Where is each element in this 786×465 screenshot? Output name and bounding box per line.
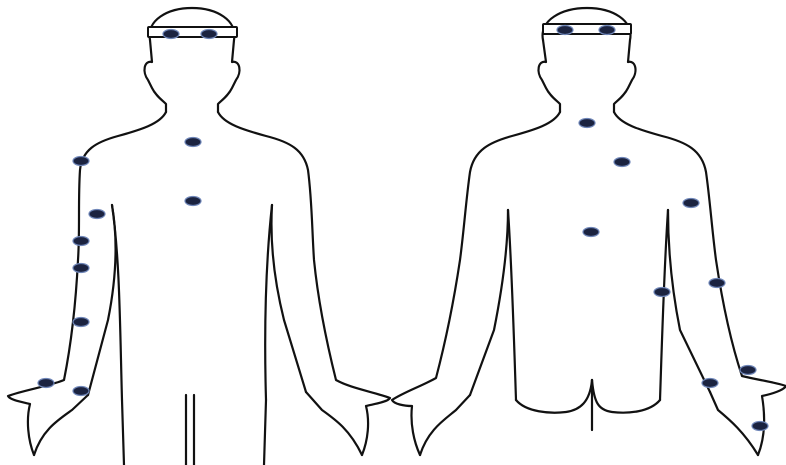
sensor-marker <box>89 210 105 219</box>
sensor-marker <box>201 30 217 39</box>
sensor-marker <box>163 30 179 39</box>
back-figure <box>392 8 786 455</box>
sensor-marker <box>740 366 756 375</box>
sensor-marker <box>185 138 201 147</box>
sensor-marker <box>38 379 54 388</box>
sensor-marker <box>73 387 89 396</box>
front-figure <box>8 8 390 465</box>
sensor-marker <box>709 279 725 288</box>
sensor-marker <box>599 26 615 35</box>
sensor-marker <box>614 158 630 167</box>
sensor-marker <box>557 26 573 35</box>
sensor-marker <box>73 157 89 166</box>
back-headband <box>543 24 631 34</box>
back-sensor-group <box>557 26 768 431</box>
sensor-marker <box>579 119 595 128</box>
front-headband <box>148 27 237 37</box>
front-body-outline <box>8 8 390 465</box>
sensor-marker <box>73 318 89 327</box>
sensor-marker <box>654 288 670 297</box>
sensor-marker <box>185 197 201 206</box>
sensor-marker <box>73 264 89 273</box>
sensor-marker <box>702 379 718 388</box>
sensor-marker <box>583 228 599 237</box>
sensor-marker <box>73 237 89 246</box>
sensor-marker <box>752 422 768 431</box>
sensor-marker <box>683 199 699 208</box>
front-sensor-group <box>38 30 217 396</box>
